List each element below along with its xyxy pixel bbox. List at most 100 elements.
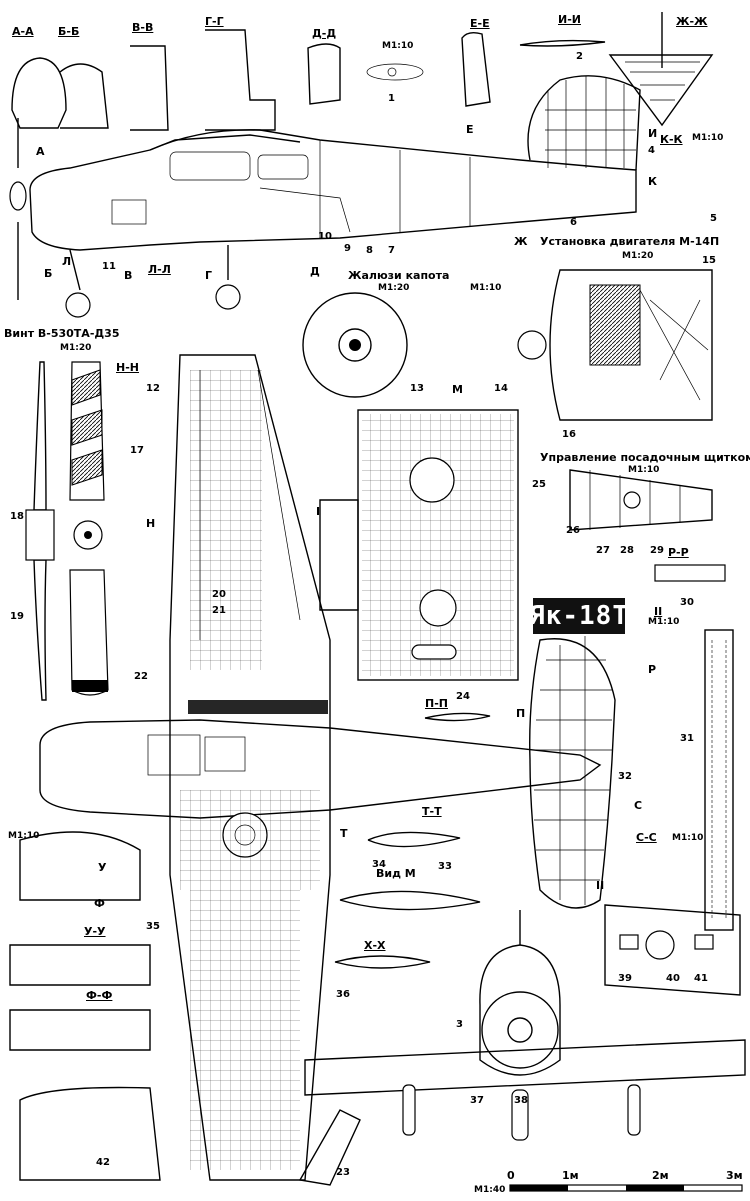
section-label-kk: К-К [660, 133, 683, 146]
cut-mark-one: I [316, 505, 321, 518]
section-label-ii: И-И [558, 13, 581, 26]
cut-mark-v: В [124, 269, 133, 282]
callout-16: 16 [562, 429, 576, 440]
section-label-pp: П-П [425, 697, 448, 710]
cut-mark-d: Д [310, 265, 320, 278]
scale-bar-caption: М1:40 [474, 1185, 506, 1195]
engine-installation [517, 269, 713, 421]
cut-mark-p: П [516, 707, 526, 720]
callout-17: 17 [130, 445, 144, 456]
cut-mark-i: И [648, 127, 658, 140]
side-view-fuselage [9, 75, 641, 318]
callout-25: 25 [532, 479, 546, 490]
cut-mark-g: Г [205, 269, 213, 282]
callout-33: 33 [438, 861, 452, 872]
callout-36: 36 [336, 989, 350, 1000]
scale-cowl-shutters: М1:20 [378, 283, 410, 293]
callout-37: 37 [470, 1095, 484, 1106]
callout-7: 7 [388, 245, 395, 256]
callout-14: 14 [494, 383, 508, 394]
front-view [304, 910, 746, 1141]
callout-22: 22 [134, 671, 148, 682]
callout-11: 11 [102, 261, 116, 272]
callout-35: 35 [146, 921, 160, 932]
section-label-xx: Х-Х [364, 939, 386, 952]
cut-mark-f: Ф [94, 897, 105, 910]
title-propeller: Винт В-530ТА-Д35 [4, 327, 120, 340]
airfoil-sections [334, 712, 491, 969]
callout-10: 10 [318, 231, 332, 242]
callout-38: 38 [514, 1095, 528, 1106]
callout-42: 42 [96, 1157, 110, 1168]
callout-3: 3 [456, 1019, 463, 1030]
wing-detail-lower-right [604, 904, 741, 996]
scale-tick-1m: 1м [562, 1169, 579, 1182]
callout-6: 6 [570, 217, 577, 228]
callout-15: 15 [702, 255, 716, 266]
scale-ss: М1:10 [672, 833, 704, 843]
callout-21: 21 [212, 605, 226, 616]
section-profiles-top [11, 12, 714, 131]
callout-27: 27 [596, 545, 610, 556]
cut-mark-zh: Ж [514, 235, 528, 248]
plan-view [39, 354, 602, 1181]
propeller-views [25, 361, 109, 701]
callout-39: 39 [618, 973, 632, 984]
callout-1: 1 [388, 93, 395, 104]
callout-34: 34 [372, 859, 386, 870]
callout-30: 30 [680, 597, 694, 608]
cut-mark-n: Н [146, 517, 156, 530]
cut-mark-r: Р [648, 663, 657, 676]
tailplane-plan [529, 636, 616, 909]
cut-mark-k: К [648, 175, 657, 188]
callout-5: 5 [710, 213, 717, 224]
scale-section-t: М1:10 [8, 831, 40, 841]
section-label-ii-roman: II [654, 605, 663, 618]
callout-29: 29 [650, 545, 664, 556]
scale-tick-0: 0 [507, 1169, 515, 1182]
section-label-rr: Р-Р [668, 546, 689, 559]
section-label-vv: В-В [132, 21, 154, 34]
callout-8: 8 [366, 245, 373, 256]
section-label-ll: Л-Л [148, 263, 171, 276]
callout-20: 20 [212, 589, 226, 600]
callout-19: 19 [10, 611, 24, 622]
scale-engine: М1:20 [622, 251, 654, 261]
callout-24: 24 [456, 691, 470, 702]
cut-mark-m: М [452, 383, 463, 396]
scale-tick-3m: 3м [726, 1169, 743, 1182]
section-label-aa: А-А [12, 25, 34, 38]
scale-shutter-detail: М1:10 [470, 283, 502, 293]
scale-propeller: М1:20 [60, 343, 92, 353]
section-label-ee: Е-Е [470, 17, 490, 30]
section-label-nn: Н-Н [116, 361, 139, 374]
cowl-shutters [302, 292, 408, 398]
aircraft-designation-badge: Як-18Т [529, 598, 628, 634]
title-flap-control: Управление посадочным щитком [540, 451, 750, 464]
section-label-dd: Д-Д [312, 27, 337, 40]
callout-40: 40 [666, 973, 680, 984]
callout-31: 31 [680, 733, 694, 744]
cut-mark-l: Л [62, 255, 72, 268]
callout-4: 4 [648, 145, 655, 156]
section-label-ff: Ф-Ф [86, 989, 113, 1002]
flap-hinge-strip [704, 629, 734, 931]
scale-bar [509, 1184, 743, 1192]
callout-23: 23 [336, 1167, 350, 1178]
callout-2: 2 [576, 51, 583, 62]
section-label-zhzh: Ж-Ж [676, 15, 708, 28]
cut-mark-u: У [98, 861, 107, 874]
section-label-gg: Г-Г [205, 15, 224, 28]
lower-left-details [9, 831, 361, 1186]
section-label-ss: С-С [636, 831, 657, 844]
callout-13: 13 [410, 383, 424, 394]
callout-28: 28 [620, 545, 634, 556]
section-label-uu: У-У [84, 925, 106, 938]
title-cowl-shutters: Жалюзи капота [348, 269, 450, 282]
callout-26: 26 [566, 525, 580, 536]
callout-41: 41 [694, 973, 708, 984]
scale-tick-2m: 2м [652, 1169, 669, 1182]
section-label-tt: Т-Т [422, 805, 442, 818]
